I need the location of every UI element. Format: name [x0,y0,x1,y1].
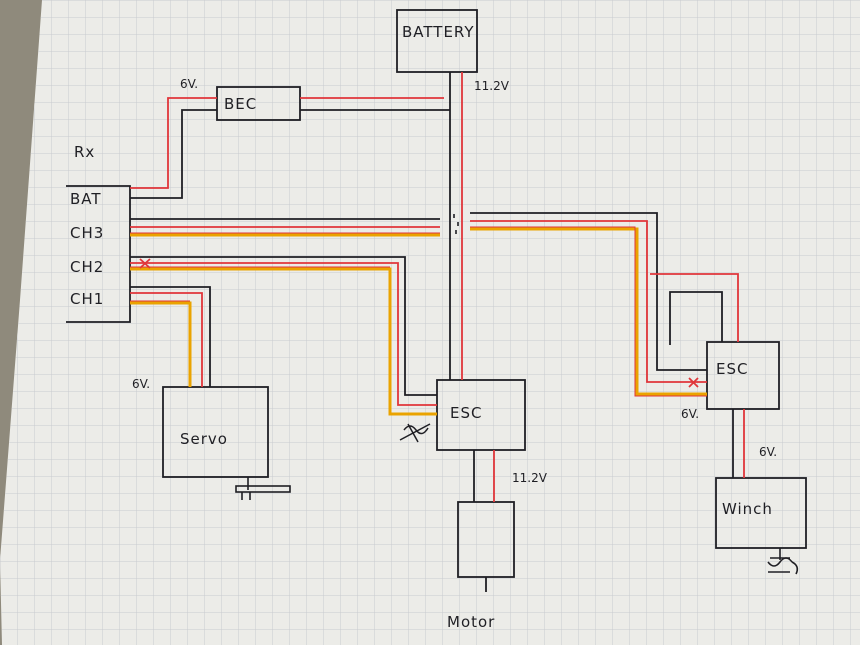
black-wires [130,72,734,502]
bec-label: BEC [224,95,257,113]
servo-box [162,386,269,478]
signal-wire-edges [130,226,707,397]
esc-right-voltage-label: 6V. [681,407,699,421]
esc-right-label: ESC [716,360,748,378]
esc-main-label: ESC [450,404,482,422]
winch-box [715,477,807,549]
motor-label: Motor [447,613,495,631]
crossed-out-label-icon [399,423,431,443]
signal-wires [130,227,707,416]
disconnect-x-icon [139,258,699,388]
rx-label: Rx [74,143,95,161]
winch-label: Winch [722,500,773,518]
motor-voltage-label: 11.2V [512,471,548,485]
battery-label: BATTERY [402,23,475,41]
ch3-label: CH3 [70,224,104,242]
esc-right-box [706,341,780,410]
receiver-box [66,185,131,323]
red-wires [130,72,745,502]
crossing-marks [453,214,459,234]
servo-horn-icon [235,477,291,500]
bec-voltage-label: 6V. [180,77,198,91]
bat-label: BAT [70,190,102,208]
battery-voltage-label: 11.2V [474,79,510,93]
winch-drum-icon [767,548,799,575]
servo-label: Servo [180,430,228,448]
battery-box [396,9,478,73]
winch-voltage-label: 6V. [759,445,777,459]
ch1-label: CH1 [70,290,104,308]
bec-box [216,86,301,121]
ch2-label: CH2 [70,258,104,276]
servo-voltage-label: 6V. [132,377,150,391]
